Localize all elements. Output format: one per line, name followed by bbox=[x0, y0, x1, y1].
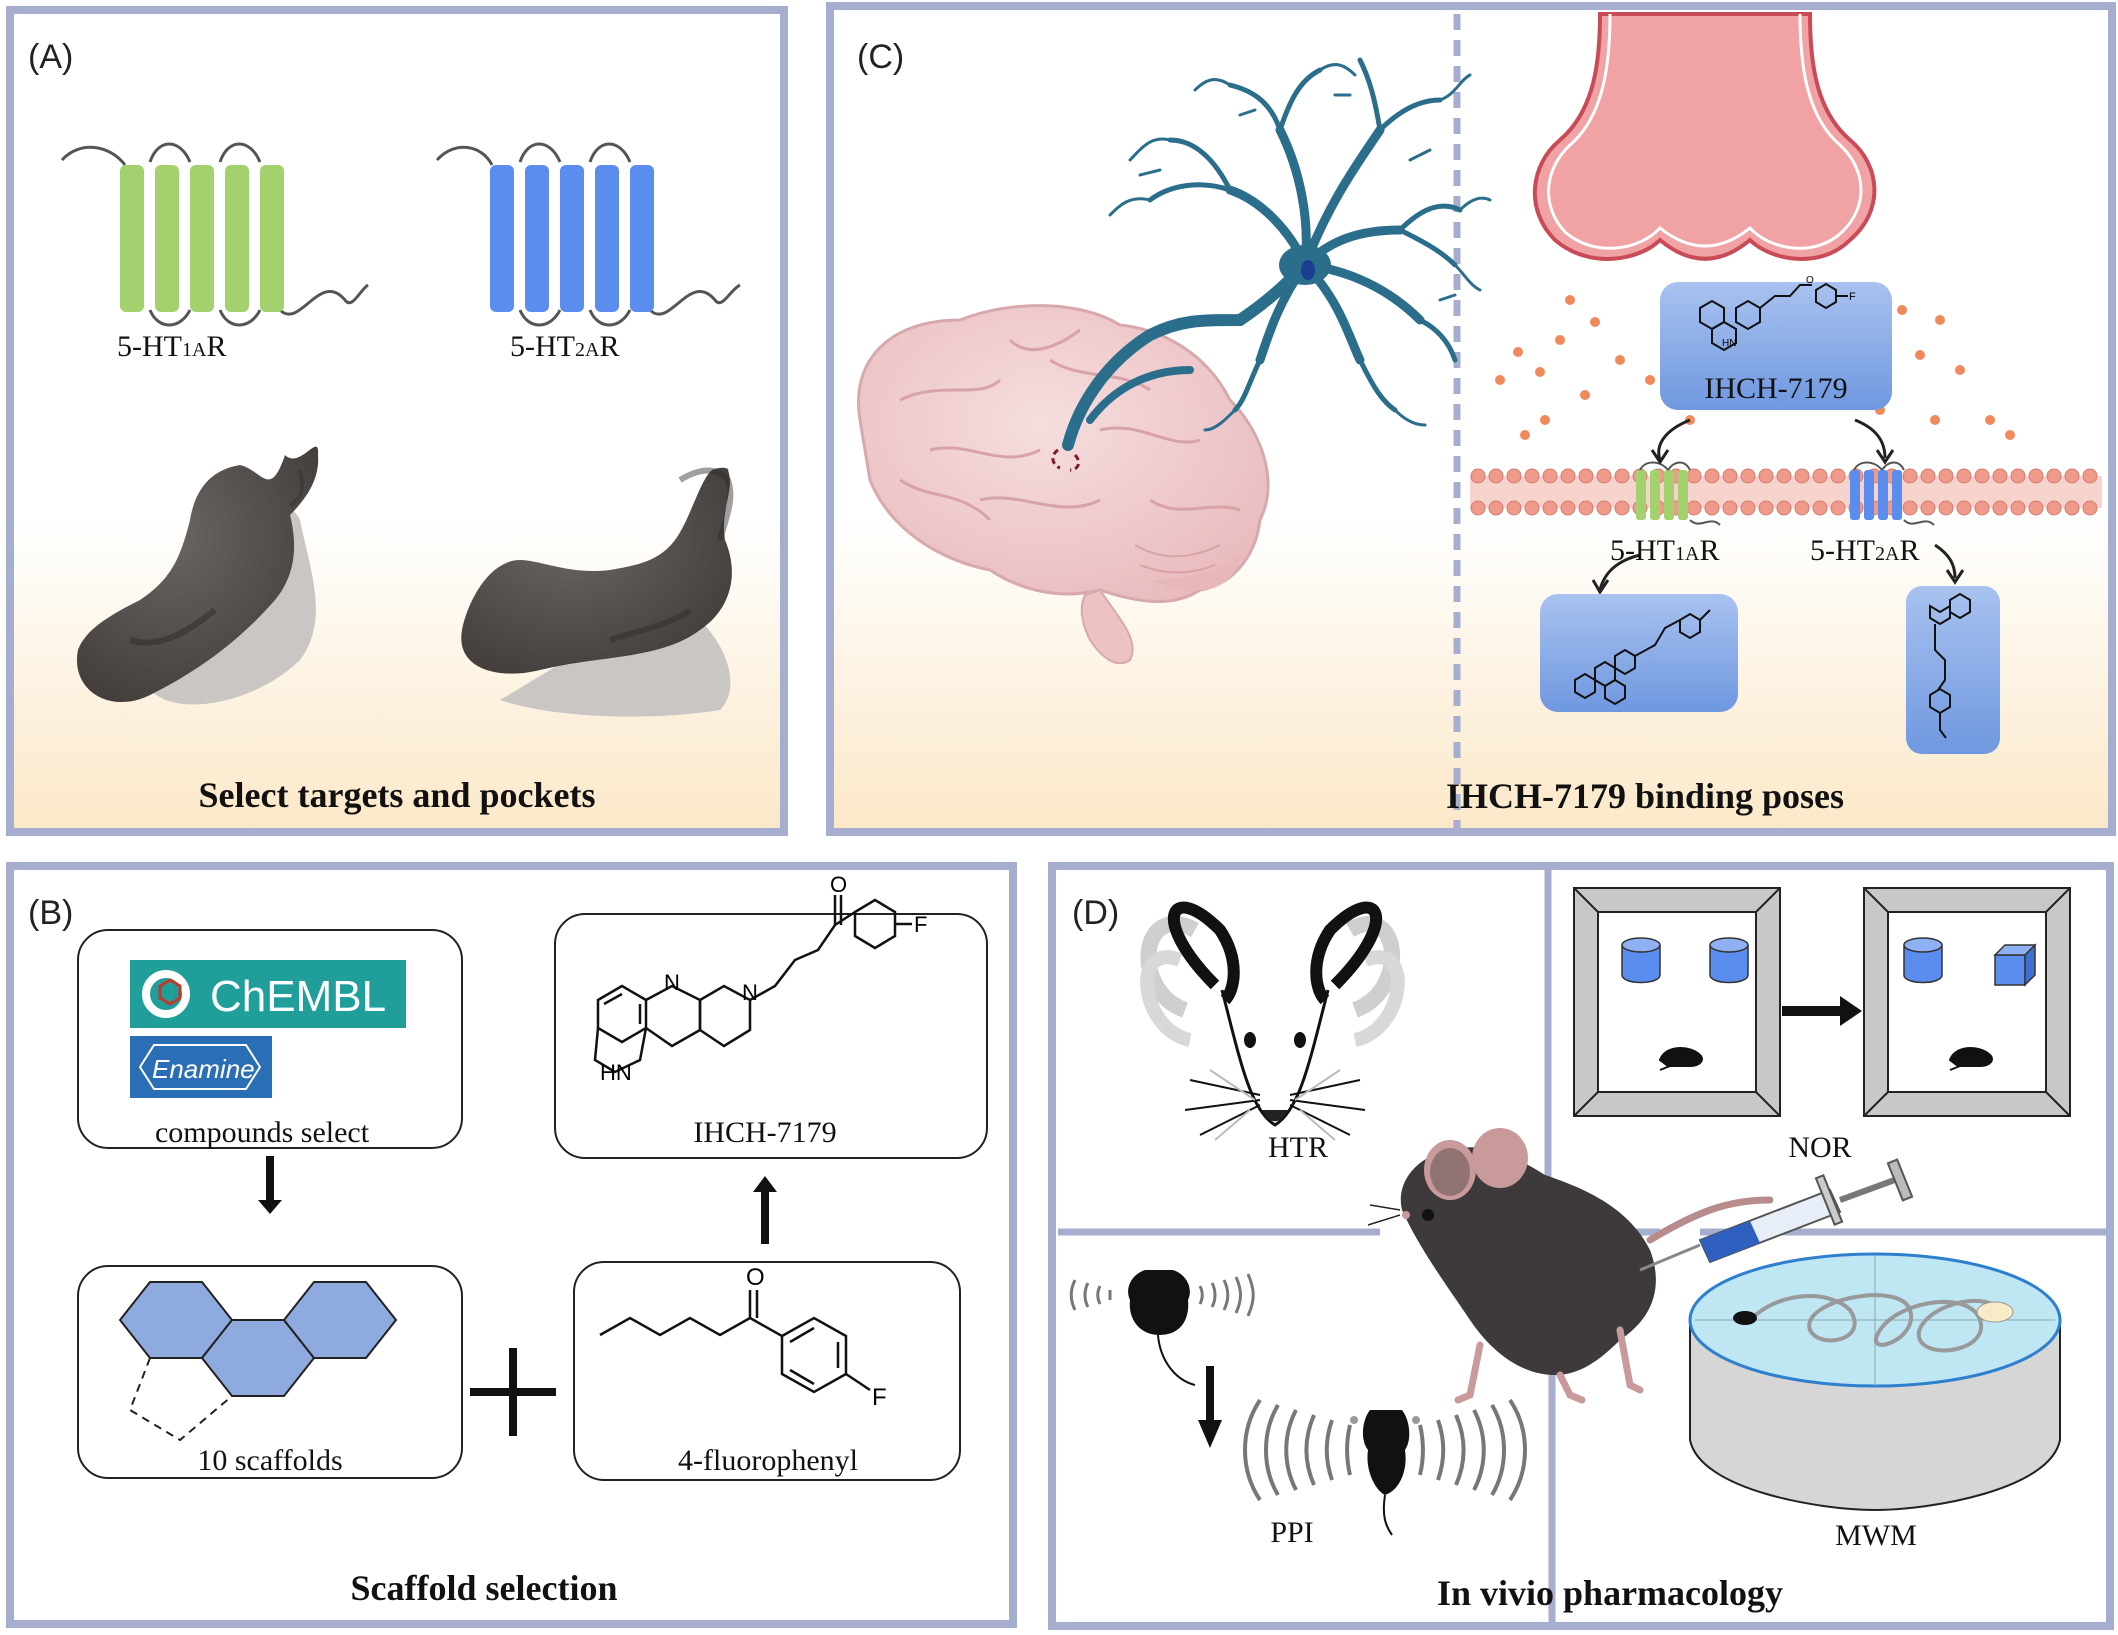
ppi-label: PPI bbox=[1270, 1516, 1313, 1549]
ht1a-pose-structure-icon bbox=[1574, 609, 1711, 706]
nor-arena-1 bbox=[1573, 887, 1781, 1117]
nor-label: NOR bbox=[1788, 1131, 1851, 1164]
product-atom-f: F bbox=[914, 912, 927, 937]
mwm-label: MWM bbox=[1835, 1519, 1917, 1552]
compounds-label: compounds select bbox=[155, 1116, 370, 1149]
ht1a-label: 5-HT1AR bbox=[117, 330, 226, 363]
chembl-logo bbox=[130, 960, 406, 1028]
panel-b-caption: Scaffold selection bbox=[351, 1568, 618, 1608]
htr-label: HTR bbox=[1268, 1131, 1328, 1164]
product-atom-n1: N bbox=[664, 970, 680, 995]
panel-c-caption: IHCH-7179 binding poses bbox=[1446, 776, 1844, 816]
fragment-atom-f: F bbox=[872, 1384, 887, 1411]
ht2a-pocket-shape bbox=[461, 467, 734, 717]
ht2a-pose-structure-icon bbox=[1929, 592, 1971, 739]
product-structure-icon bbox=[593, 895, 912, 1074]
membrane-ht2a-label: 5-HT2AR bbox=[1810, 534, 1919, 567]
fragment-atom-o: O bbox=[746, 1264, 765, 1291]
scaffold-dashed-ring bbox=[128, 1357, 233, 1442]
fluorophenyl-structure-icon bbox=[599, 1290, 871, 1394]
compounds-box bbox=[77, 929, 463, 1149]
chembl-text: ChEMBL bbox=[210, 972, 386, 1021]
ht2a-label: 5-HT2AR bbox=[510, 330, 619, 363]
cylinder-object-icon bbox=[1709, 945, 1749, 984]
neuron-icon bbox=[1062, 57, 1492, 451]
injected-mouse-icon bbox=[1367, 1128, 1774, 1404]
ht2a-receptor-icon bbox=[435, 142, 741, 327]
scaffolds-label: 10 scaffolds bbox=[197, 1444, 342, 1477]
fragment-box bbox=[573, 1261, 961, 1481]
htr-mouse-head-icon bbox=[1140, 901, 1405, 1141]
up-arrow bbox=[761, 1188, 769, 1244]
cell-membrane bbox=[1470, 468, 2102, 516]
ht1a-pocket-shape bbox=[76, 446, 319, 705]
panel-b: (B) ChEMBL Enamine compounds select 10 s… bbox=[6, 862, 1017, 1628]
enamine-text: Enamine bbox=[152, 1054, 255, 1084]
mwm-pool-icon bbox=[1688, 1252, 2062, 1512]
brain-icon bbox=[857, 304, 1270, 665]
ppi-icon bbox=[1069, 1270, 1527, 1536]
binding-arrows bbox=[1591, 418, 1965, 595]
product-atom-o: O bbox=[830, 872, 847, 897]
product-atom-n2: N bbox=[742, 980, 758, 1005]
panel-a-letter: (A) bbox=[28, 38, 73, 76]
panel-a: (A) 5-HT1AR bbox=[6, 6, 788, 836]
product-box bbox=[554, 913, 988, 1159]
ligand-atom-o: O bbox=[1806, 275, 1814, 286]
membrane-ht1a-label: 5-HT1AR bbox=[1610, 534, 1719, 567]
presynaptic-terminal-icon bbox=[1533, 12, 1877, 261]
cylinder-object-icon bbox=[1621, 945, 1661, 984]
down-arrow bbox=[266, 1156, 274, 1204]
scaffolds-box bbox=[77, 1265, 463, 1479]
product-label: IHCH-7179 bbox=[693, 1116, 836, 1149]
syringe-icon bbox=[1639, 1158, 1914, 1272]
ht1a-receptor-icon bbox=[60, 142, 369, 327]
neuron-nucleus bbox=[1301, 260, 1315, 280]
fragment-label: 4-fluorophenyl bbox=[678, 1444, 858, 1477]
panel-b-letter: (B) bbox=[28, 894, 73, 932]
ligand-atom-f: F bbox=[1849, 291, 1856, 303]
ligand-structure-icon bbox=[1699, 282, 1848, 352]
ligand-box bbox=[1660, 282, 1892, 410]
membrane-ht1a-receptor-icon bbox=[1636, 461, 1721, 526]
panel-d-letter: (D) bbox=[1072, 894, 1119, 932]
chembl-logo-icon bbox=[142, 970, 190, 1018]
product-atom-hn: HN bbox=[600, 1060, 632, 1085]
cube-object-icon bbox=[1994, 954, 2026, 986]
cylinder-object-icon bbox=[1903, 945, 1943, 984]
nor-arrow bbox=[1782, 996, 1862, 1026]
nor-arena-2 bbox=[1863, 887, 2071, 1117]
ligand-label: IHCH-7179 bbox=[1704, 372, 1847, 405]
membrane-ht2a-receptor-icon bbox=[1850, 461, 1935, 526]
mouse-icon bbox=[1948, 1047, 1993, 1071]
panel-c: (C) bbox=[826, 2, 2116, 836]
panel-a-caption: Select targets and pockets bbox=[199, 775, 596, 815]
ligand-atom-hn: HN bbox=[1722, 338, 1736, 349]
panel-c-letter: (C) bbox=[857, 38, 904, 76]
panel-d-caption: In vivio pharmacology bbox=[1437, 1573, 1783, 1613]
ht2a-pose-box bbox=[1906, 586, 2000, 754]
mouse-icon bbox=[1658, 1047, 1703, 1071]
panel-d: (D) HTR bbox=[1048, 862, 2114, 1630]
